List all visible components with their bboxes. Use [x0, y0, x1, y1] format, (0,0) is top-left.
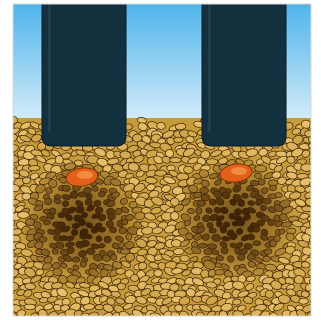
soil-grain [154, 269, 163, 276]
probe-right [202, 0, 286, 146]
soil-grain [313, 191, 321, 200]
soil-grain [313, 264, 321, 272]
soil-grain [312, 297, 321, 307]
soil-grain [116, 268, 126, 275]
soil-grain [170, 158, 182, 163]
soil-grain [22, 177, 31, 184]
soil-grain [316, 311, 321, 320]
soil-grain [312, 171, 321, 179]
soil-grain [177, 173, 189, 180]
soil-grain [265, 290, 273, 298]
soil-grain [315, 157, 321, 165]
soil-grain [311, 267, 321, 275]
soil-grain [1, 191, 13, 198]
soil-grain [232, 299, 241, 306]
soil-grain [314, 240, 321, 249]
soil-grain [180, 255, 190, 262]
soil-grain [117, 283, 126, 290]
soil-grain [83, 303, 95, 310]
soil-grain [95, 304, 104, 310]
soil-grain [313, 282, 321, 290]
soil-grain [173, 248, 184, 255]
probe-left [42, 0, 126, 146]
soil-grain [313, 253, 321, 262]
soil-grain [173, 137, 183, 143]
soil-grain [175, 305, 183, 312]
soil-grain [183, 166, 193, 174]
soil-grain [55, 155, 63, 164]
soil-grain [317, 130, 321, 139]
soil-grain [24, 304, 35, 310]
soil-grain [310, 165, 319, 172]
soil-grain [314, 142, 321, 151]
soil-grain [1, 231, 15, 242]
soil-grain [312, 303, 321, 314]
soil-grain [317, 214, 321, 223]
soil-grain [315, 196, 321, 208]
soil-grain [206, 159, 218, 165]
soil-grain [313, 185, 321, 194]
soil-grain [312, 205, 321, 216]
soil-grain [299, 298, 309, 304]
soil-grain [28, 165, 40, 171]
